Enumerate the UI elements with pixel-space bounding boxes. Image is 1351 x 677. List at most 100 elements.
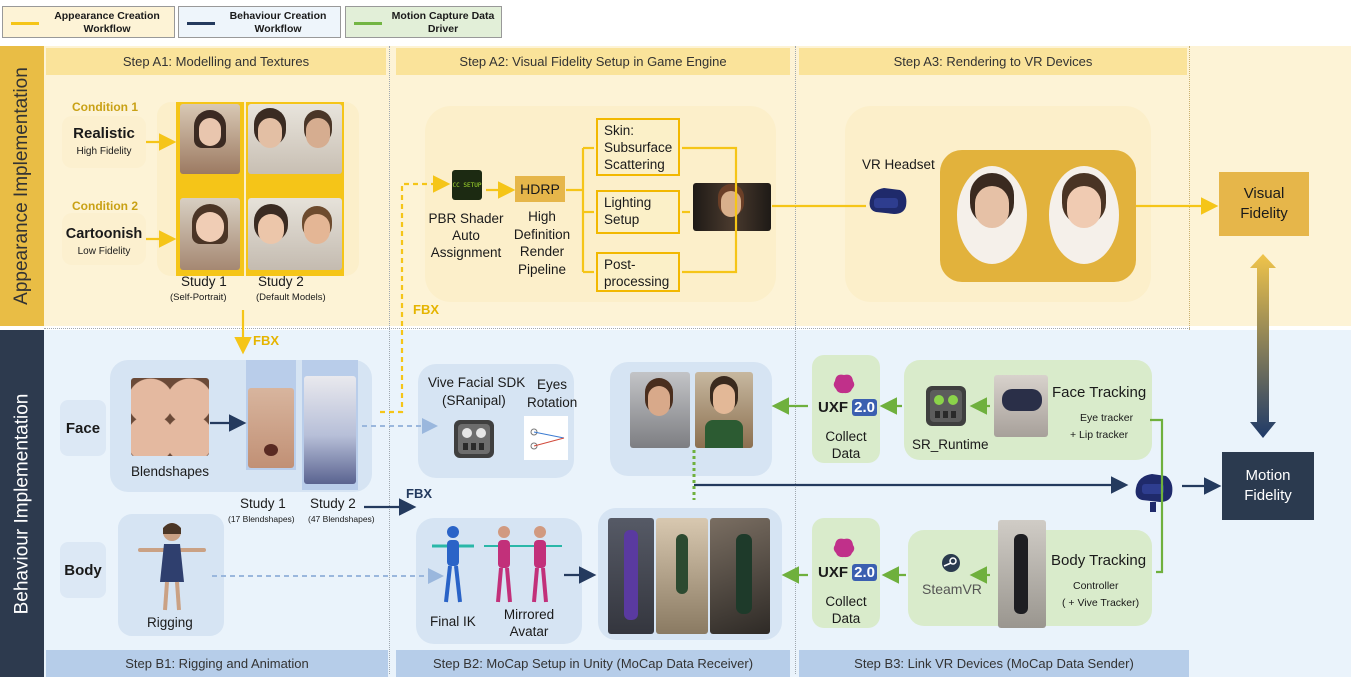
open-mouth: [264, 444, 278, 456]
cartoonish-label: Cartoonish: [65, 226, 143, 242]
behaviour-band-label: Behaviour Implementation: [0, 330, 44, 677]
collect-data-face-label: Collect Data: [825, 429, 867, 461]
divider: [44, 328, 1190, 329]
uxf-version: 2.0: [852, 564, 878, 581]
lip-tracker-label: + Lip tracker: [1070, 429, 1129, 441]
sr-runtime-icon: [924, 384, 968, 428]
body-tracking-photo: [998, 520, 1046, 628]
vive-tracker-label: ( + Vive Tracker): [1062, 597, 1140, 609]
realistic-study1-image: [180, 104, 240, 174]
lighting-setup-box: Lighting Setup: [596, 190, 680, 234]
motion-fidelity-label: Motion Fidelity: [1244, 467, 1292, 504]
legend-behaviour-text: Behaviour Creation Workflow: [229, 10, 327, 35]
visual-fidelity-label: Visual Fidelity: [1240, 185, 1288, 222]
vr-headset-label: VR Headset: [862, 157, 935, 172]
legend-appearance: Appearance Creation Workflow: [2, 6, 175, 38]
condition-2-label: Condition 2: [72, 199, 138, 213]
pbr-shader-icon: CC SETUP: [452, 170, 482, 200]
blendshapes-grid-image: [131, 378, 209, 456]
facial-result-image-1: [630, 372, 690, 448]
body-category-label: Body: [64, 561, 102, 579]
realistic-label: Realistic: [73, 125, 135, 142]
divider: [1189, 46, 1190, 330]
study2-blendshape-image: [304, 376, 356, 484]
step-a2-header: Step A2: Visual Fidelity Setup in Game E…: [396, 48, 790, 75]
vr-right-eye-view: [1049, 166, 1119, 264]
divider: [795, 46, 796, 674]
figure: [676, 534, 688, 594]
steam-icon: [941, 553, 961, 573]
legend-behaviour: Behaviour Creation Workflow: [178, 6, 341, 38]
facial-result-image-2: [695, 372, 753, 448]
eye-tracker-label: Eye tracker: [1080, 412, 1134, 424]
uxf-text: UXF: [818, 564, 848, 581]
fbx-label-c: FBX: [406, 486, 432, 501]
sranipal-robot-icon: [452, 418, 496, 460]
eyes-rotation-label: Eyes Rotation: [527, 377, 578, 410]
legend-motion-line: [354, 22, 382, 25]
face-category: Face: [60, 400, 106, 456]
body-result-image-3: [710, 518, 770, 634]
step-a3-header: Step A3: Rendering to VR Devices: [799, 48, 1187, 75]
blendshapes-label: Blendshapes: [131, 464, 210, 479]
uxf-text: UXF: [818, 399, 848, 416]
body-result-image-1: [608, 518, 654, 634]
study1-sub-label: (Self-Portrait): [170, 292, 227, 303]
face-tracking-label: Face Tracking: [1052, 384, 1147, 401]
headset: [1002, 389, 1042, 411]
face: [1067, 186, 1101, 228]
vr-headset-icon: [866, 180, 910, 224]
face: [196, 212, 224, 242]
dashed-light-arrows: [212, 418, 444, 584]
uxf-face-label: UXF 2.0: [818, 399, 878, 416]
uxf-body-label: UXF 2.0: [818, 564, 878, 581]
face: [199, 118, 221, 146]
study2-label: Study 2: [258, 274, 304, 289]
hdrp-label: HDRP: [520, 181, 560, 197]
legend-behaviour-line: [187, 22, 215, 25]
vr-left-eye-view: [957, 166, 1027, 264]
low-fidelity-label: Low Fidelity: [77, 246, 131, 257]
legend-appearance-line: [11, 22, 39, 25]
figure: [736, 534, 752, 614]
cartoon-study2-image: [248, 198, 342, 270]
sr-runtime-label: SR_Runtime: [912, 437, 989, 452]
cartoonish-card: Cartoonish Low Fidelity: [62, 213, 146, 265]
face: [713, 384, 735, 414]
rigging-label: Rigging: [147, 615, 193, 630]
step-b1-header: Step B1: Rigging and Animation: [46, 650, 388, 677]
rigging-avatar-figure: [134, 520, 210, 612]
vive-headset-icon: [1130, 466, 1178, 514]
person: [1014, 534, 1028, 614]
visual-fidelity-box: Visual Fidelity: [1219, 172, 1309, 236]
vive-sdk-label: Vive Facial SDK: [428, 375, 526, 390]
collect-data-body-label: Collect Data: [825, 594, 867, 626]
sranipal-label: (SRanipal): [442, 393, 506, 408]
realistic-study2-image: [248, 104, 342, 174]
hdrp-full-label: High Definition Render Pipeline: [513, 209, 571, 277]
controller-label: Controller: [1073, 580, 1119, 592]
face: [258, 214, 284, 244]
figure: [624, 530, 638, 620]
b1-study2-sub-label: (47 Blendshapes): [308, 514, 375, 524]
face: [306, 118, 330, 148]
face: [258, 118, 282, 148]
step-a1-header: Step A1: Modelling and Textures: [46, 48, 386, 75]
brain-icon: [832, 373, 856, 395]
body-result-image-2: [656, 518, 708, 634]
b1-study1-label: Study 1: [240, 496, 286, 511]
pbr-shader-label: PBR Shader Auto Assignment: [428, 211, 504, 260]
post-processing-box: Post-processing: [596, 252, 680, 292]
motion-arrows: [692, 397, 1164, 584]
dress: [705, 420, 743, 448]
steamvr-label: SteamVR: [922, 581, 982, 597]
face: [648, 386, 670, 416]
hdrp-box: HDRP: [515, 176, 565, 202]
motion-fidelity-box: Motion Fidelity: [1222, 452, 1314, 520]
legend-appearance-text: Appearance Creation Workflow: [54, 10, 160, 35]
face: [975, 186, 1009, 228]
high-fidelity-label: High Fidelity: [76, 146, 132, 157]
step-b3-header: Step B3: Link VR Devices (MoCap Data Sen…: [799, 650, 1189, 677]
realistic-card: Realistic High Fidelity: [62, 116, 146, 168]
